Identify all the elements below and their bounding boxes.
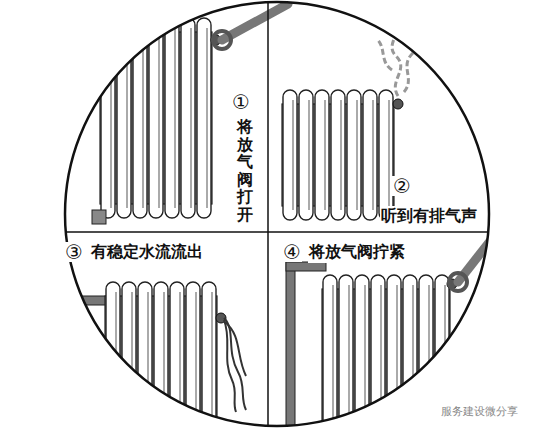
wrench-head bbox=[449, 273, 467, 291]
pipe bbox=[286, 262, 295, 428]
step-text: 将放气阀打开 bbox=[236, 118, 254, 224]
pipe bbox=[286, 262, 326, 271]
pipe bbox=[50, 296, 106, 305]
radiator-column bbox=[419, 275, 433, 428]
radiator-shade bbox=[428, 285, 430, 428]
callout-number: ③ bbox=[64, 242, 84, 262]
radiator-shade bbox=[396, 285, 398, 428]
radiator-column bbox=[363, 90, 377, 220]
step-text: 有稳定水流流出 bbox=[90, 242, 204, 263]
radiator-column bbox=[101, 18, 115, 218]
radiator-shade bbox=[158, 28, 160, 208]
radiator-column bbox=[197, 18, 211, 218]
radiator-shade bbox=[190, 28, 192, 208]
wrench-head bbox=[213, 31, 231, 49]
radiator-shade bbox=[372, 100, 374, 210]
frame-circle bbox=[65, 2, 489, 426]
radiator-shade bbox=[179, 292, 181, 428]
radiator bbox=[282, 90, 394, 220]
divider bbox=[0, 231, 554, 233]
radiator-shade bbox=[292, 100, 294, 210]
radiator-column bbox=[339, 275, 353, 428]
callout-number: ④ bbox=[282, 242, 302, 262]
radiator-shade bbox=[308, 100, 310, 210]
watermark: 服务建设微分享 bbox=[440, 404, 519, 419]
radiator-column bbox=[331, 90, 345, 220]
radiator-column bbox=[347, 90, 361, 220]
steam bbox=[404, 14, 420, 92]
radiator-column bbox=[283, 90, 297, 220]
radiator-shade bbox=[348, 285, 350, 428]
radiator-column bbox=[387, 275, 401, 428]
step-text: 听到有排气声 bbox=[380, 206, 478, 227]
radiator-column bbox=[181, 18, 195, 218]
radiator-shade bbox=[115, 292, 117, 428]
radiator bbox=[105, 282, 217, 428]
radiator-column bbox=[170, 282, 184, 428]
callout-number: ① bbox=[231, 92, 251, 112]
water-flow bbox=[225, 322, 246, 376]
radiator-shade bbox=[324, 100, 326, 210]
air-valve bbox=[393, 99, 403, 109]
wrench bbox=[222, 4, 288, 40]
radiator-shade bbox=[147, 292, 149, 428]
radiator-column bbox=[315, 90, 329, 220]
radiator-shade bbox=[412, 285, 414, 428]
radiator-column bbox=[403, 275, 417, 428]
radiator-column bbox=[154, 282, 168, 428]
radiator-shade bbox=[131, 292, 133, 428]
radiator-column bbox=[138, 282, 152, 428]
divider bbox=[267, 0, 269, 428]
radiator-column bbox=[202, 282, 216, 428]
radiator-shade bbox=[388, 100, 390, 210]
radiator-foot bbox=[92, 210, 106, 224]
radiator-shade bbox=[110, 28, 112, 208]
radiator-shade bbox=[340, 100, 342, 210]
radiator bbox=[322, 275, 450, 428]
radiator-shade bbox=[380, 285, 382, 428]
radiator-column bbox=[122, 282, 136, 428]
radiator-column bbox=[371, 275, 385, 428]
radiator-shade bbox=[126, 28, 128, 208]
radiator-column bbox=[117, 18, 131, 218]
radiator-column bbox=[149, 18, 163, 218]
radiator-column bbox=[165, 18, 179, 218]
radiator bbox=[100, 18, 212, 218]
radiator-column bbox=[379, 90, 393, 220]
radiator-shade bbox=[163, 292, 165, 428]
radiator-shade bbox=[174, 28, 176, 208]
radiator-shade bbox=[142, 28, 144, 208]
radiator-column bbox=[323, 275, 337, 428]
radiator-shade bbox=[195, 292, 197, 428]
radiator-shade bbox=[332, 285, 334, 428]
radiator-shade bbox=[206, 28, 208, 208]
steam bbox=[392, 20, 401, 96]
radiator-shade bbox=[356, 100, 358, 210]
radiator-shade bbox=[211, 292, 213, 428]
callout-number: ② bbox=[392, 176, 412, 196]
step-text: 将放气阀拧紧 bbox=[308, 242, 406, 263]
radiator-column bbox=[299, 90, 313, 220]
steam bbox=[378, 40, 392, 70]
